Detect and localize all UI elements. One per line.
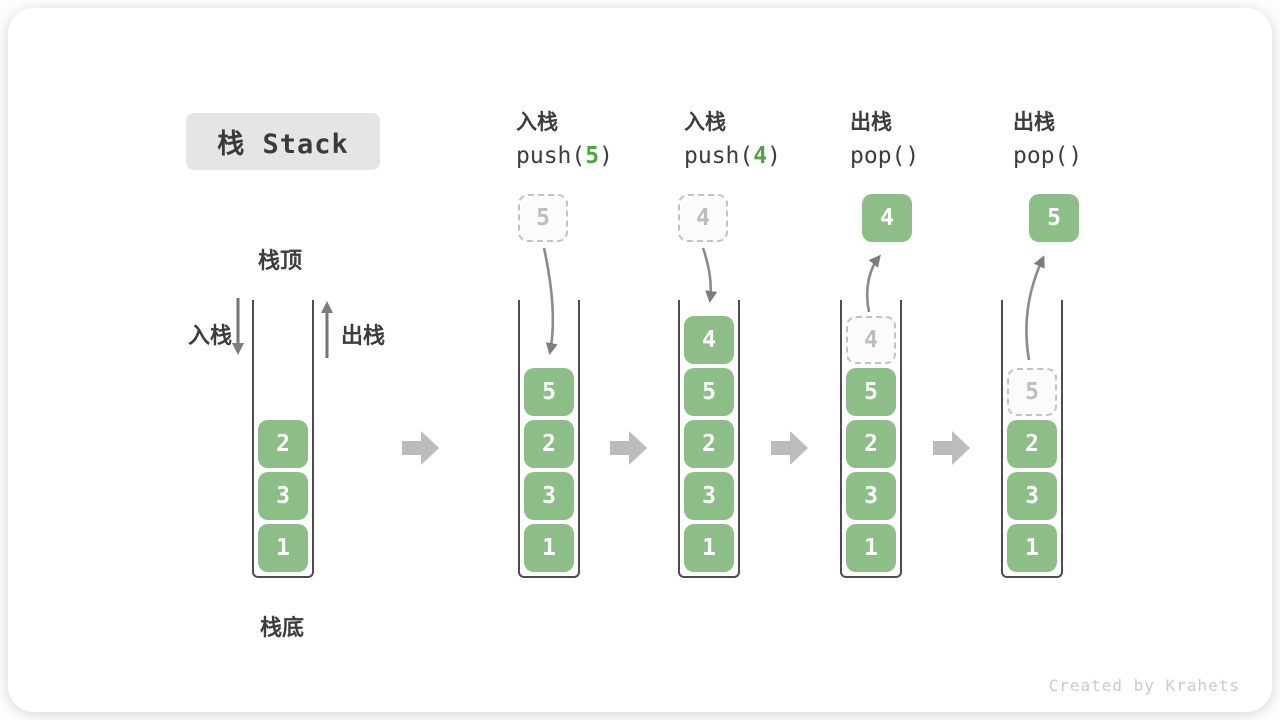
stack-container-2: 5 2 3 1 [518,300,580,578]
stack-block: 1 [684,524,734,572]
op-code-arg: 4 [753,143,768,169]
diagram-title-text: 栈 Stack [217,129,349,160]
op-label-push-4: 入栈 push(4) [684,106,844,169]
stack-block: 1 [524,524,574,572]
stack-bottom-label: 栈底 [260,616,305,641]
op-code-text: pop() [1013,143,1173,169]
stack-block: 5 [846,368,896,416]
op-code-text: push(5) [516,143,676,169]
stack-block: 3 [1007,472,1057,520]
stack-container-5: 5 2 3 1 [1001,300,1063,578]
op-code-text: push(4) [684,143,844,169]
op-code-close: ) [1068,143,1083,169]
diagram-title: 栈 Stack [186,113,380,170]
stack-block: 2 [524,420,574,468]
stack-block: 5 [684,368,734,416]
stack-block-ghost: 5 [1007,368,1057,416]
stack-block: 1 [1007,524,1057,572]
pop-side-label: 出栈 [341,324,386,349]
incoming-value-box-4: 4 [678,194,728,242]
stack-block: 1 [846,524,896,572]
op-code-close: ) [599,143,613,169]
op-code-close: ) [767,143,781,169]
op-code-arg: 5 [585,143,600,169]
popped-value-box-5: 5 [1029,194,1079,242]
incoming-value-box-5: 5 [518,194,568,242]
stack-top-label: 栈顶 [258,249,303,274]
op-action-text: 入栈 [684,110,726,134]
stack-block-ghost: 4 [846,316,896,364]
stack-block: 3 [684,472,734,520]
stack-block: 2 [846,420,896,468]
op-code-fn: push( [684,143,754,169]
stack-block: 5 [524,368,574,416]
popped-value-box-4: 4 [862,194,912,242]
op-code-fn: pop( [1013,143,1069,169]
stack-container-4: 4 5 2 3 1 [840,300,902,578]
op-action-text: 出栈 [850,110,892,134]
op-label-pop-second: 出栈 pop() [1013,106,1173,169]
op-code-fn: pop( [850,143,906,169]
stack-block: 4 [684,316,734,364]
stack-container-3: 4 5 2 3 1 [678,300,740,578]
op-action-text: 出栈 [1013,110,1055,134]
stack-container-1: 2 3 1 [252,300,314,578]
op-code-fn: push( [516,143,586,169]
stack-block: 2 [684,420,734,468]
stack-block: 3 [524,472,574,520]
push-side-label: 入栈 [188,324,233,349]
stack-block: 3 [258,472,308,520]
stack-block: 2 [1007,420,1057,468]
op-label-pop-first: 出栈 pop() [850,106,1010,169]
stack-block: 3 [846,472,896,520]
op-label-push-5: 入栈 push(5) [516,106,676,169]
op-action-text: 入栈 [516,110,558,134]
stack-block: 2 [258,420,308,468]
op-code-text: pop() [850,143,1010,169]
watermark-credit: Created by Krahets [1048,676,1240,695]
op-code-close: ) [905,143,920,169]
stack-block: 1 [258,524,308,572]
